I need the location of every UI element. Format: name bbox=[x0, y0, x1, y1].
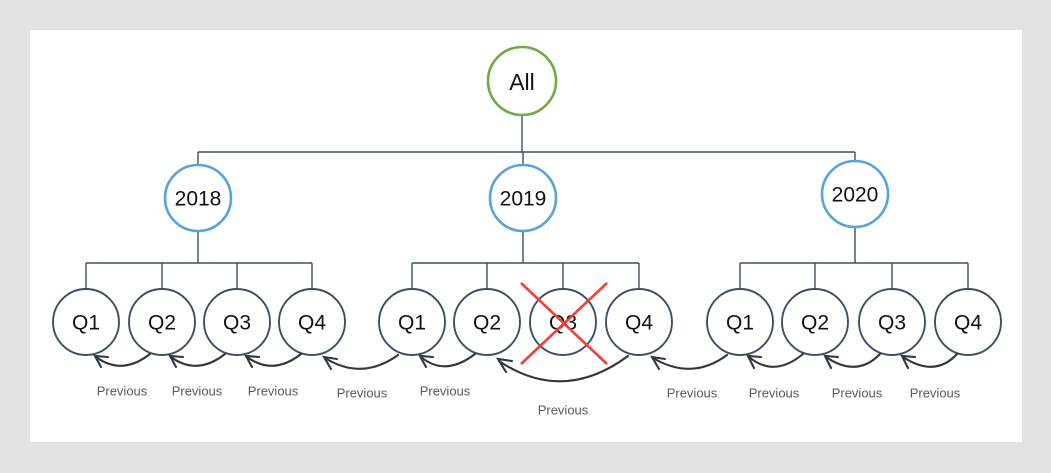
node-2019-q4-circle[interactable] bbox=[605, 288, 673, 356]
connector-group-2019 bbox=[411, 231, 640, 289]
arrowhead-icon bbox=[900, 354, 917, 370]
node-2020-q4-circle[interactable] bbox=[934, 288, 1002, 356]
node-2018-q4-circle[interactable] bbox=[278, 288, 346, 356]
connector-group-root-to-years bbox=[197, 115, 856, 165]
arrowhead-icon bbox=[746, 354, 763, 370]
node-2018-q2-circle[interactable] bbox=[128, 288, 196, 356]
arrowhead-icon bbox=[168, 354, 185, 369]
node-2020-q3-circle[interactable] bbox=[858, 288, 926, 356]
node-2018-q2-label: Q2 bbox=[148, 312, 176, 335]
node-2018-q4-label: Q4 bbox=[298, 312, 326, 335]
node-2019-q1[interactable]: Q1 bbox=[378, 288, 446, 356]
previous-arrow-label: Previous bbox=[538, 403, 589, 418]
node-2018-q2[interactable]: Q2 bbox=[128, 288, 196, 356]
node-2019-q2-circle[interactable] bbox=[453, 288, 521, 356]
node-2019-q4[interactable]: Q4 bbox=[605, 288, 673, 356]
node-year-2018-label: 2018 bbox=[175, 188, 222, 211]
node-2019-q3-excluded-marker bbox=[520, 282, 608, 365]
node-year-2018-circle[interactable] bbox=[163, 163, 233, 233]
connector-group-2020 bbox=[739, 227, 969, 289]
node-2020-q2[interactable]: Q2 bbox=[781, 288, 849, 356]
previous-arrow-label: Previous bbox=[832, 386, 883, 401]
node-all[interactable]: All bbox=[486, 45, 558, 117]
node-year-2020[interactable]: 2020 bbox=[820, 159, 890, 229]
previous-arrow-2019q4-to-2019q2[interactable]: Previous bbox=[495, 354, 630, 418]
previous-arrow-curve bbox=[94, 352, 152, 367]
previous-arrow-curve bbox=[497, 354, 630, 383]
node-2020-q3[interactable]: Q3 bbox=[858, 288, 926, 356]
previous-arrow-label: Previous bbox=[910, 386, 961, 401]
node-2020-q4-label: Q4 bbox=[954, 312, 982, 335]
arrowhead-icon bbox=[418, 354, 435, 369]
previous-arrow-2018q4-to-2018q3[interactable]: Previous bbox=[244, 352, 303, 399]
previous-arrow-curve bbox=[169, 352, 227, 367]
node-2019-q1-label: Q1 bbox=[398, 312, 426, 335]
node-year-2018[interactable]: 2018 bbox=[163, 163, 233, 233]
previous-arrow-2020q2-to-2020q1[interactable]: Previous bbox=[746, 352, 805, 401]
node-2020-q1-label: Q1 bbox=[726, 312, 754, 335]
node-2020-q1-circle[interactable] bbox=[706, 288, 774, 356]
previous-arrow-label: Previous bbox=[749, 386, 800, 401]
node-2020-q1[interactable]: Q1 bbox=[706, 288, 774, 356]
node-2020-q4[interactable]: Q4 bbox=[934, 288, 1002, 356]
node-all-label: All bbox=[509, 69, 535, 95]
arrowhead-icon bbox=[495, 357, 514, 374]
previous-arrow-2018q3-to-2018q2[interactable]: Previous bbox=[168, 352, 227, 399]
previous-arrow-curve bbox=[245, 352, 303, 367]
previous-arrow-curve bbox=[419, 352, 477, 368]
previous-arrow-label: Previous bbox=[172, 384, 223, 399]
node-2018-q1[interactable]: Q1 bbox=[52, 288, 120, 356]
node-2019-q2-label: Q2 bbox=[473, 312, 501, 335]
node-2018-q1-circle[interactable] bbox=[52, 288, 120, 356]
arrowhead-icon bbox=[321, 355, 339, 371]
previous-arrow-label: Previous bbox=[667, 386, 718, 401]
node-2020-q2-label: Q2 bbox=[801, 312, 829, 335]
previous-arrow-2019q2-to-2019q1[interactable]: Previous bbox=[418, 352, 477, 399]
node-2019-q1-circle[interactable] bbox=[378, 288, 446, 356]
previous-arrow-curve bbox=[824, 352, 882, 368]
node-year-2019-label: 2019 bbox=[500, 188, 547, 211]
connector-group-2018 bbox=[85, 231, 313, 289]
arrowhead-icon bbox=[93, 354, 110, 369]
node-2018-q3-circle[interactable] bbox=[203, 288, 271, 356]
node-2018-q4[interactable]: Q4 bbox=[278, 288, 346, 356]
node-all-circle[interactable] bbox=[486, 45, 558, 117]
previous-arrow-curve bbox=[323, 353, 400, 370]
previous-arrow-label: Previous bbox=[97, 384, 148, 399]
previous-arrow-curve bbox=[747, 352, 805, 368]
previous-arrow-2018q2-to-2018q1[interactable]: Previous bbox=[93, 352, 152, 399]
node-2018-q1-label: Q1 bbox=[72, 312, 100, 335]
previous-arrow-2020q3-to-2020q2[interactable]: Previous bbox=[823, 352, 883, 401]
previous-arrow-2020q4-to-2020q3[interactable]: Previous bbox=[900, 352, 961, 401]
previous-arrow-2019q1-to-2018q4[interactable]: Previous bbox=[321, 353, 400, 401]
node-2019-q4-label: Q4 bbox=[625, 312, 653, 335]
node-year-2020-circle[interactable] bbox=[820, 159, 890, 229]
arrowhead-icon bbox=[823, 354, 840, 370]
previous-arrow-curve bbox=[901, 352, 959, 368]
node-2020-q3-label: Q3 bbox=[878, 312, 906, 335]
previous-arrow-label: Previous bbox=[337, 386, 388, 401]
node-2019-q2[interactable]: Q2 bbox=[453, 288, 521, 356]
arrowhead-icon bbox=[244, 354, 261, 369]
previous-arrow-2020q1-to-2019q4[interactable]: Previous bbox=[649, 353, 729, 401]
arrowhead-icon bbox=[649, 355, 667, 371]
node-2020-q2-circle[interactable] bbox=[781, 288, 849, 356]
cross-icon-stroke-b bbox=[520, 282, 608, 365]
node-year-2019-circle[interactable] bbox=[488, 163, 558, 233]
previous-arrow-label: Previous bbox=[248, 384, 299, 399]
node-year-2020-label: 2020 bbox=[832, 184, 879, 207]
node-year-2019[interactable]: 2019 bbox=[488, 163, 558, 233]
node-2018-q3[interactable]: Q3 bbox=[203, 288, 271, 356]
previous-arrow-curve bbox=[651, 353, 729, 370]
node-2018-q3-label: Q3 bbox=[223, 312, 251, 335]
previous-arrow-label: Previous bbox=[420, 384, 471, 399]
